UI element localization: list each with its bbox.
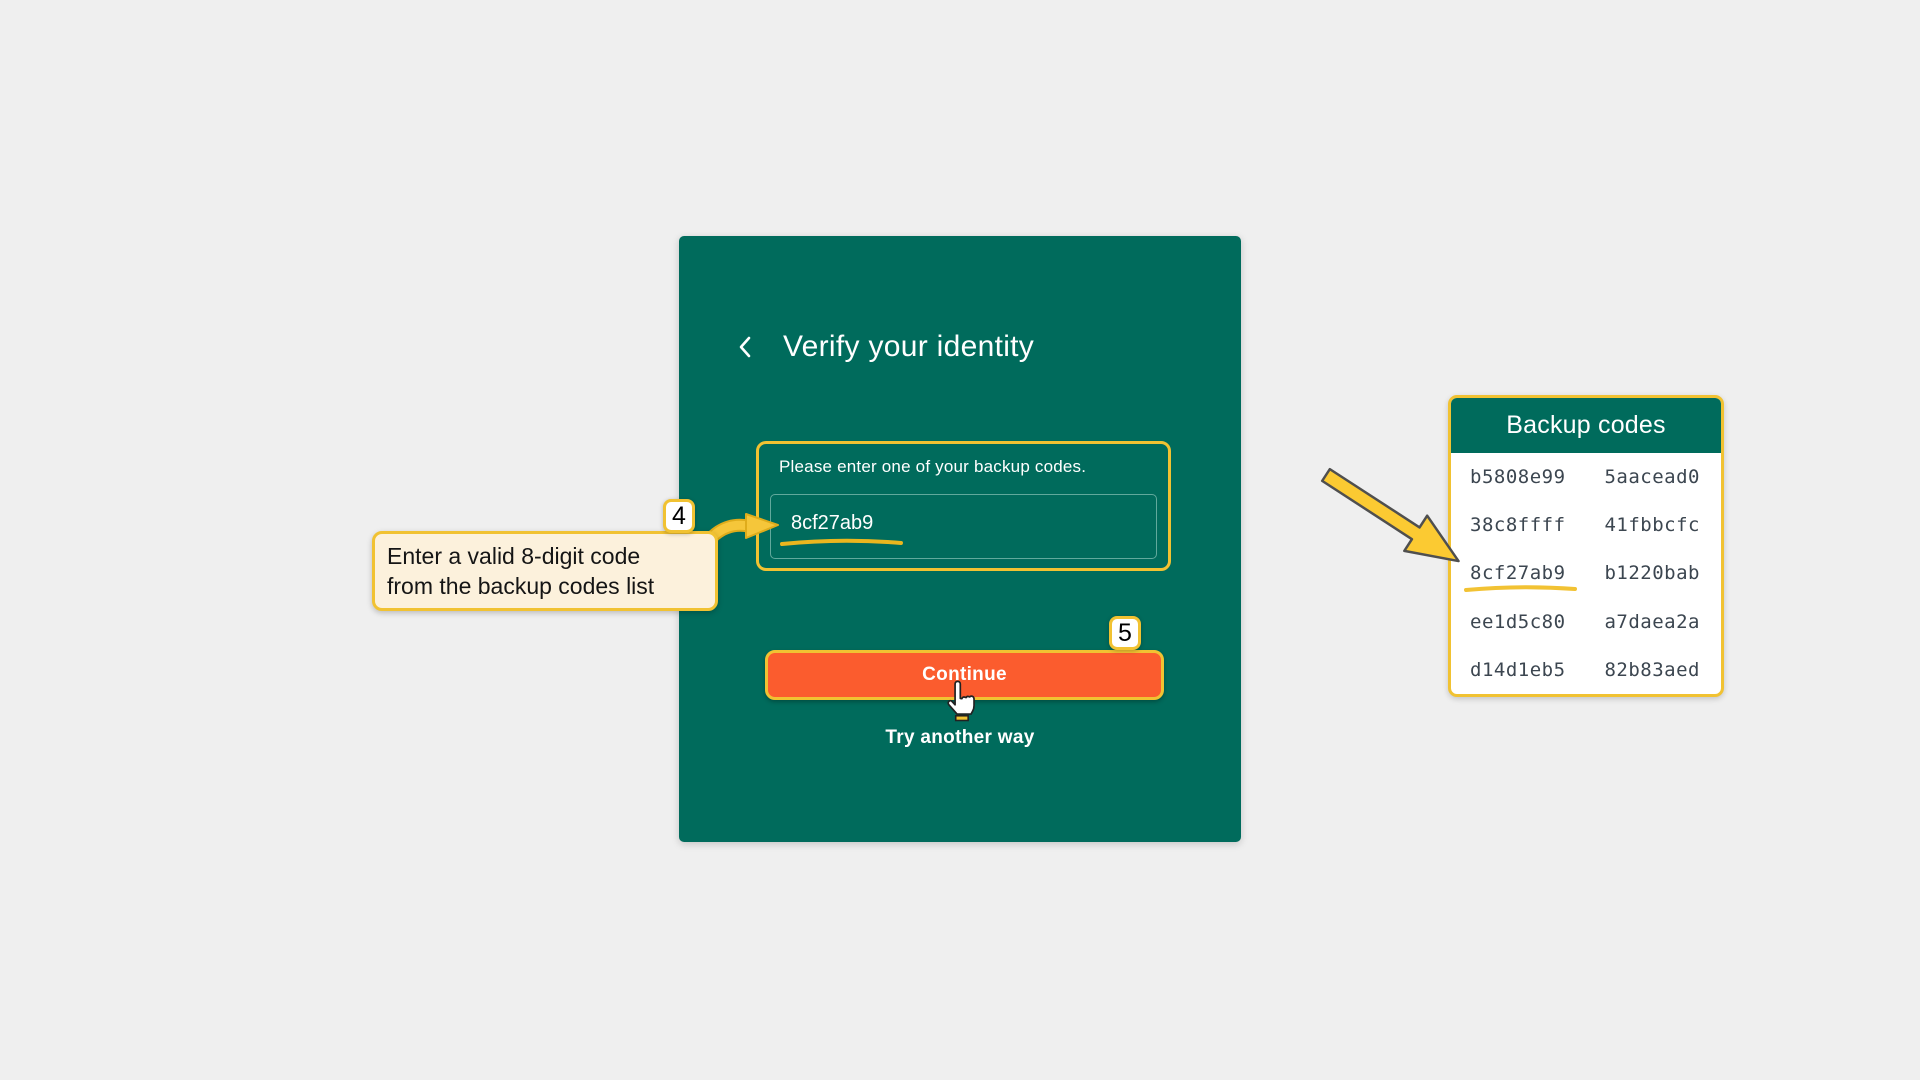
- continue-button-label: Continue: [922, 664, 1007, 685]
- tooltip-text-line2: from the backup codes list: [387, 573, 655, 599]
- backup-code: ee1d5c80: [1470, 610, 1566, 633]
- backup-code-field: [770, 494, 1157, 559]
- chevron-left-icon: [739, 336, 751, 358]
- backup-code: 82b83aed: [1604, 658, 1700, 681]
- backup-code: 5aacead0: [1604, 466, 1700, 489]
- hand-cursor-icon: [947, 680, 975, 722]
- backup-code: 38c8ffff: [1470, 514, 1566, 537]
- tooltip-text-line1: Enter a valid 8-digit code: [387, 543, 641, 569]
- pointer-arrow-icon: [1320, 467, 1460, 563]
- backup-code-input[interactable]: [771, 495, 1156, 558]
- backup-code-row: b5808e99 5aacead0: [1451, 453, 1721, 501]
- continue-button[interactable]: Continue: [765, 650, 1164, 700]
- backup-code-row: 38c8ffff 41fbbcfc: [1451, 501, 1721, 549]
- page-title: Verify your identity: [783, 330, 1035, 363]
- backup-codes-panel-title: Backup codes: [1451, 398, 1721, 453]
- backup-code-instruction: Please enter one of your backup codes.: [779, 457, 1087, 476]
- step-4-badge: 4: [663, 499, 695, 533]
- backup-code: a7daea2a: [1604, 610, 1700, 633]
- backup-codes-panel: Backup codes b5808e99 5aacead0 38c8ffff …: [1448, 395, 1724, 697]
- backup-code-row: d14d1eb5 82b83aed: [1451, 646, 1721, 694]
- backup-code: b1220bab: [1604, 562, 1700, 585]
- verify-identity-card: Verify your identity Please enter one of…: [679, 236, 1241, 842]
- step-5-badge: 5: [1109, 616, 1141, 650]
- step-4-tooltip: Enter a valid 8-digit code from the back…: [372, 531, 718, 611]
- back-button[interactable]: [737, 334, 757, 360]
- backup-code-row-highlighted: 8cf27ab9 b1220bab: [1451, 549, 1721, 597]
- backup-codes-list: b5808e99 5aacead0 38c8ffff 41fbbcfc 8cf2…: [1451, 453, 1721, 694]
- backup-code-highlighted: 8cf27ab9: [1470, 562, 1566, 585]
- try-another-way-link[interactable]: Try another way: [885, 727, 1035, 748]
- backup-code: b5808e99: [1470, 466, 1566, 489]
- card-title-row: Verify your identity: [737, 326, 1034, 368]
- backup-code-row: ee1d5c80 a7daea2a: [1451, 598, 1721, 646]
- backup-code-section: Please enter one of your backup codes.: [756, 441, 1171, 571]
- backup-code: 41fbbcfc: [1604, 514, 1700, 537]
- backup-code: d14d1eb5: [1470, 658, 1566, 681]
